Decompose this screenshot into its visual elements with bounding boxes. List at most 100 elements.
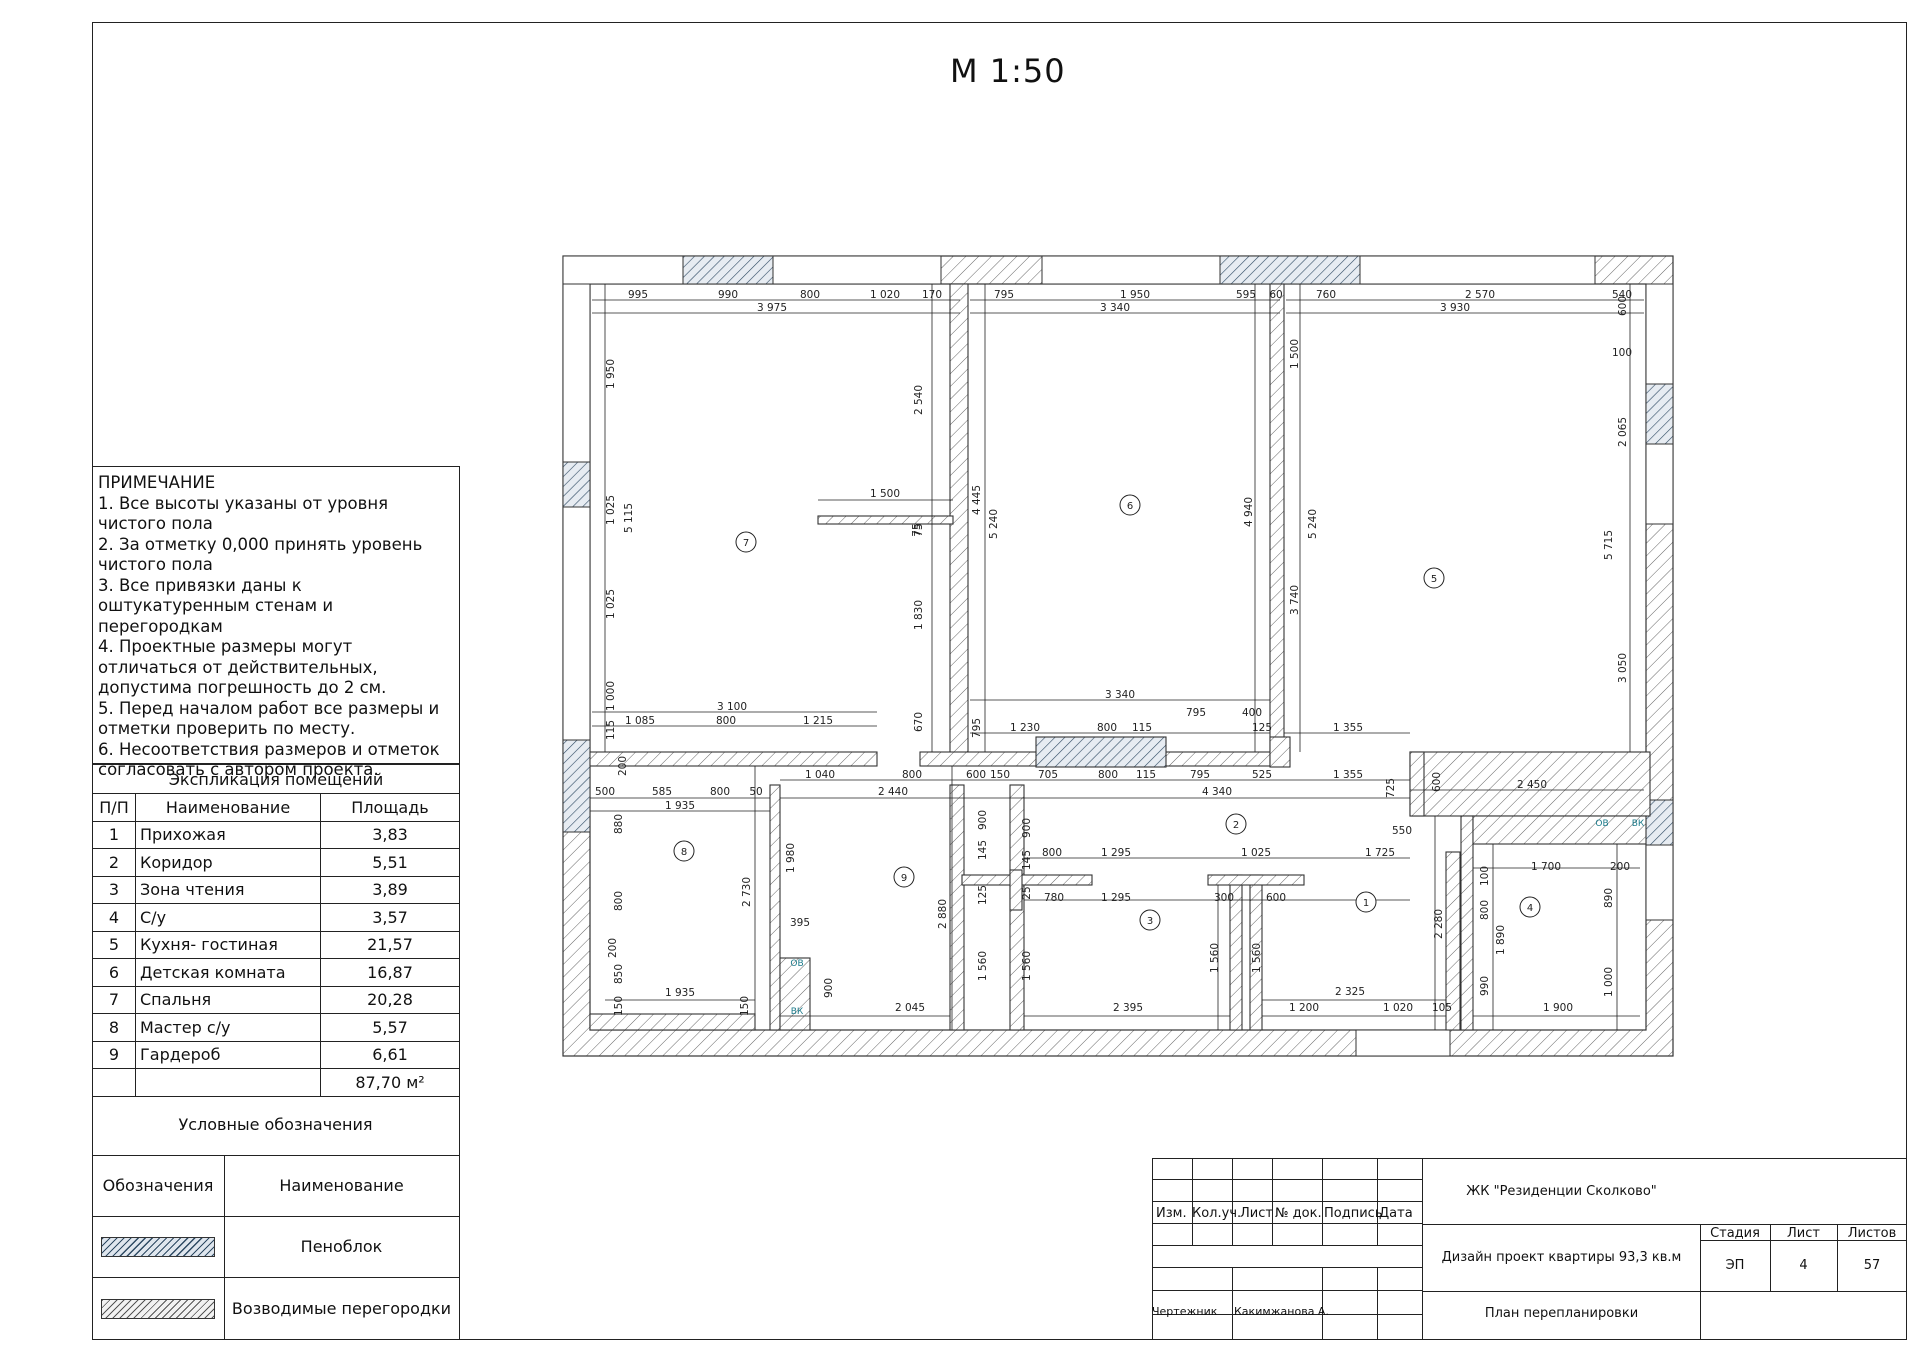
stamp-col: Дата — [1379, 1206, 1413, 1221]
dim-text: 900 — [1021, 818, 1033, 838]
dim-text: 5 115 — [623, 503, 635, 533]
dim-text: 800 — [710, 786, 730, 798]
dim-text: 1 980 — [785, 843, 797, 873]
legend-title: Условные обозначения — [92, 1095, 459, 1156]
dim-text: 2 045 — [895, 1002, 925, 1014]
dim-text: 1 200 — [1289, 1002, 1319, 1014]
dim-text: 2 540 — [913, 385, 925, 415]
dim-text: 2 730 — [741, 877, 753, 907]
dim-text: 900 — [823, 978, 835, 998]
dim-text: 100 — [1612, 347, 1632, 359]
dim-text: 600 — [966, 769, 986, 781]
dim-text: 3 050 — [1617, 653, 1629, 683]
table-row-total: 87,70 м² — [92, 1068, 460, 1097]
dim-text: 800 — [613, 891, 625, 911]
dim-text: 75 — [913, 523, 925, 536]
scale-label: М 1:50 — [950, 52, 1066, 90]
dim-text: 170 — [922, 289, 942, 301]
dim-text: 1 560 — [1209, 943, 1221, 973]
dim-text: 4 445 — [971, 485, 983, 515]
dim-text: 1 950 — [605, 359, 617, 389]
room-number: 3 — [1147, 916, 1153, 927]
stamp-col: Изм. — [1156, 1206, 1187, 1221]
legend-row: Возводимые перегородки — [92, 1277, 459, 1340]
dim-text: 1 295 — [1101, 847, 1131, 859]
dim-text: 2 395 — [1113, 1002, 1143, 1014]
stamp-col: Кол.уч. — [1192, 1206, 1242, 1221]
dim-text: 540 — [1612, 289, 1632, 301]
project-description: Дизайн проект квартиры 93,3 кв.м — [1441, 1250, 1682, 1265]
outer-walls — [562, 255, 1674, 1057]
stamp-col: № док. — [1275, 1206, 1322, 1221]
dim-text: 75 — [911, 523, 923, 536]
dim-text: 1 890 — [1495, 925, 1507, 955]
dim-text: 60 — [1269, 289, 1282, 301]
dim-text: 200 — [617, 756, 629, 776]
dim-text: 525 — [1252, 769, 1272, 781]
dim-text: 890 — [1603, 888, 1615, 908]
dim-text: 400 — [1242, 707, 1262, 719]
shaft-label: ВК — [1632, 819, 1645, 829]
col-header: П/П — [92, 793, 136, 822]
stamp-col: Лист — [1240, 1206, 1273, 1221]
dim-text: 600 — [1617, 296, 1629, 316]
dim-text: 800 — [800, 289, 820, 301]
legend-header-row: Обозначения Наименование — [92, 1155, 459, 1217]
dim-text: 2 325 — [1335, 986, 1365, 998]
dim-text: 1 085 — [625, 715, 655, 727]
drawing-frame — [92, 22, 1907, 1340]
dim-text: 1 560 — [1251, 943, 1263, 973]
dim-text: 585 — [652, 786, 672, 798]
shaft-labels: ОВ ВК ОВ ВК — [790, 819, 1645, 1017]
vertical-dimension-texts: 1 950 1 025 5 115 1 025 1 000 115 200 88… — [605, 296, 1632, 1016]
dim-text: 300 — [1214, 892, 1234, 904]
room-number: 9 — [901, 873, 907, 884]
dim-text: 760 — [1316, 289, 1336, 301]
dim-text: 100 — [1479, 866, 1491, 886]
sheet-label: Лист — [1787, 1226, 1820, 1241]
stamp-col: Подпись — [1324, 1206, 1383, 1221]
legend-block: Условные обозначения Обозначения Наимено… — [92, 1095, 460, 1340]
dim-text: 1 560 — [1021, 951, 1033, 981]
dim-text: 125 — [977, 885, 989, 905]
room-number: 7 — [743, 538, 749, 549]
dim-text: 200 — [1610, 861, 1630, 873]
dim-text: 795 — [971, 718, 983, 738]
dim-text: 800 — [716, 715, 736, 727]
dim-text: 145 — [977, 840, 989, 860]
dim-text: 995 — [628, 289, 648, 301]
legend-row: Пеноблок — [92, 1216, 459, 1278]
legend-col1: Обозначения — [92, 1155, 225, 1216]
dim-text: 2 280 — [1433, 909, 1445, 939]
dim-text: 850 — [613, 964, 625, 984]
sheets-label: Листов — [1847, 1226, 1897, 1241]
room-number: 5 — [1431, 574, 1437, 585]
dim-text: 2 065 — [1617, 417, 1629, 447]
dim-text: 150 — [990, 769, 1010, 781]
dim-text: 1 560 — [977, 951, 989, 981]
dim-text: 2 570 — [1465, 289, 1495, 301]
dim-text: 880 — [613, 814, 625, 834]
dim-text: 800 — [902, 769, 922, 781]
shaft-label: ОВ — [1595, 819, 1608, 829]
note-item: 1. Все высоты указаны от уровня чистого … — [98, 493, 389, 534]
dim-text: 3 975 — [757, 302, 787, 314]
room-number: 8 — [681, 847, 687, 858]
dim-text: 4 940 — [1243, 497, 1255, 527]
dim-text: 125 — [1252, 722, 1272, 734]
top-windows — [562, 255, 1674, 1057]
dim-text: 795 — [994, 289, 1014, 301]
dim-text: 1 355 — [1333, 769, 1363, 781]
dim-text: 1 295 — [1101, 892, 1131, 904]
notes-title: ПРИМЕЧАНИЕ — [98, 473, 216, 492]
dim-text: 150 — [613, 996, 625, 1016]
dim-text: 3 340 — [1100, 302, 1130, 314]
room-number: 1 — [1363, 898, 1369, 909]
dim-text: 145 — [1021, 850, 1033, 870]
dim-text: 1 025 — [605, 589, 617, 619]
